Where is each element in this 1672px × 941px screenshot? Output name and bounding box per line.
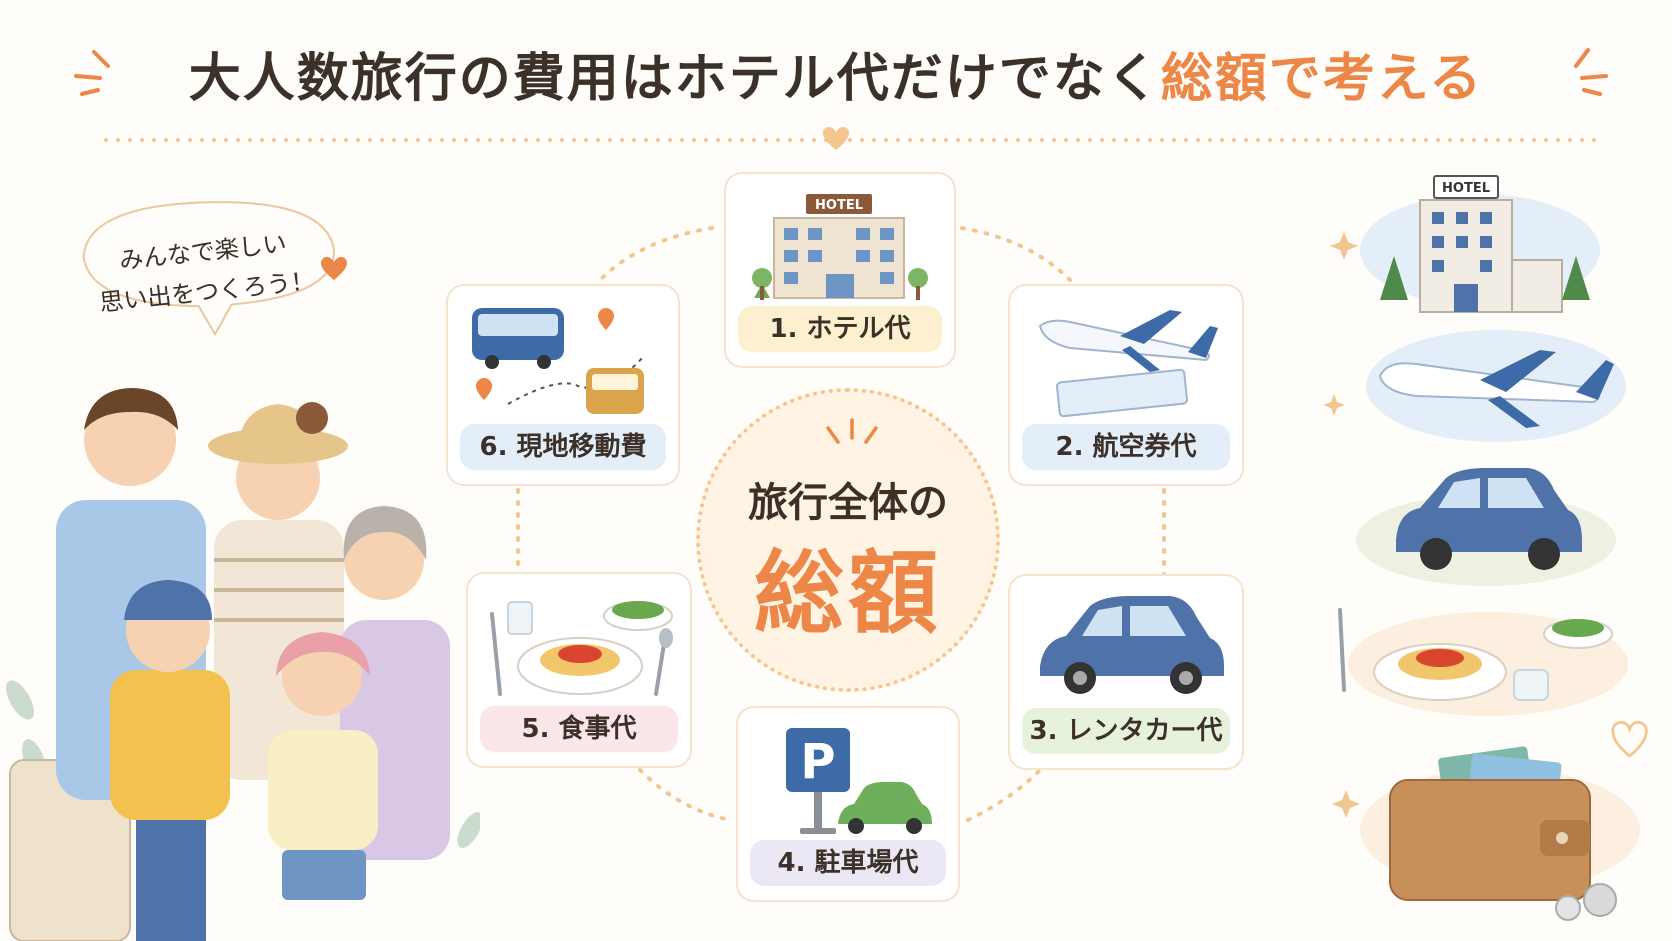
side-hotel-icon: HOTEL xyxy=(1360,175,1600,313)
page-title: 大人数旅行の費用はホテル代だけでなく総額で考える xyxy=(0,36,1672,111)
parking-sign-letter: P xyxy=(800,734,835,790)
side-car-icon xyxy=(1356,468,1616,586)
heart-icon xyxy=(823,127,849,150)
sparkle-left-icon xyxy=(74,50,110,96)
side-airplane-icon xyxy=(1366,330,1626,442)
hub-title: 総額 xyxy=(754,541,942,646)
cost-card-meals: 5. 食事代 xyxy=(466,572,692,768)
cost-label-rental-car: 3. レンタカー代 xyxy=(1022,708,1230,754)
cost-card-rental-car: 3. レンタカー代 xyxy=(1008,574,1244,770)
cost-label-hotel: 1. ホテル代 xyxy=(738,306,942,352)
hub-subtitle: 旅行全体の xyxy=(748,480,948,526)
side-hotel-sign-text: HOTEL xyxy=(1442,181,1490,196)
bubble-heart-icon xyxy=(321,257,347,280)
cost-card-local-transport: 6. 現地移動費 xyxy=(446,284,680,486)
cost-card-hotel: HOTEL 1. ホテル代 xyxy=(724,172,956,368)
parking-icon: P xyxy=(786,728,932,834)
title-accent: 総額で考える xyxy=(1160,49,1484,109)
bus-train-icon xyxy=(472,308,645,414)
spark-burst-icon xyxy=(826,418,878,444)
hotel-sign-text: HOTEL xyxy=(815,198,863,213)
cost-label-parking: 4. 駐車場代 xyxy=(750,840,946,886)
cost-label-airfare: 2. 航空券代 xyxy=(1022,424,1230,470)
car-icon xyxy=(1040,596,1224,694)
speech-bubble xyxy=(82,201,335,337)
title-main: 大人数旅行の費用はホテル代だけでなく xyxy=(188,49,1161,109)
sparkle-right-icon xyxy=(1574,48,1608,96)
cost-card-airfare: 2. 航空券代 xyxy=(1008,284,1244,486)
cost-label-meals: 5. 食事代 xyxy=(480,706,678,752)
family-illustration xyxy=(6,388,480,941)
cost-card-parking: P 4. 駐車場代 xyxy=(736,706,960,902)
meal-icon xyxy=(490,601,673,696)
airplane-icon xyxy=(1038,310,1218,418)
side-meal-icon xyxy=(1338,608,1628,716)
total-cost-hub: 旅行全体の 総額 xyxy=(696,388,1000,692)
cost-label-local-transport: 6. 現地移動費 xyxy=(460,424,666,470)
title-divider xyxy=(100,138,1600,142)
side-wallet-icon xyxy=(1360,746,1640,921)
hotel-icon: HOTEL xyxy=(752,194,928,300)
